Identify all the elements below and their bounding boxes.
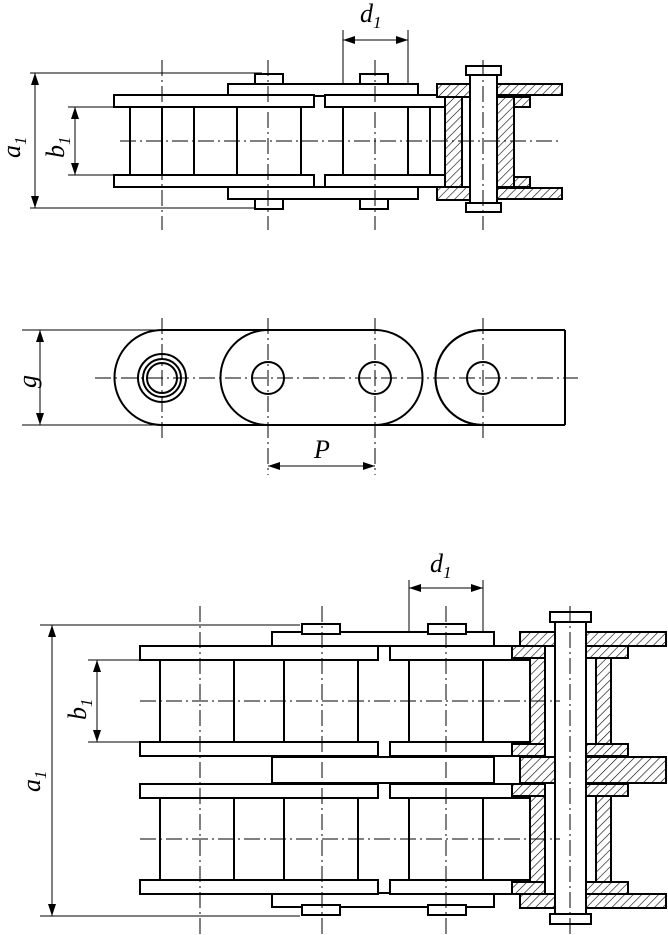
plate-section [585,743,629,757]
sectioned-link [436,65,563,213]
plate-section [511,783,546,797]
bushing-section [595,657,612,745]
outer-plate-bottom [271,892,495,908]
b1-label: b1 [41,137,74,159]
d1-label: d1 [430,549,452,582]
plate-section [585,783,629,797]
inner-plate [389,645,531,661]
plate-section [519,631,556,647]
inner-plate [139,741,379,757]
inner-plate [139,783,379,799]
single-row-chain-view: d1 a1 b1 [0,0,563,230]
outer-plate-middle [271,756,495,784]
inner-plate [139,645,379,661]
pin-head [427,904,467,916]
pin-head [254,198,284,210]
double-row-chain-view: d1 a1 b1 [17,549,667,935]
outer-plate-bottom [227,186,419,200]
pin-head [254,73,284,85]
d1-label: d1 [360,0,382,32]
plate-section [511,881,546,895]
plate-section [511,645,546,659]
plate-section [585,631,667,647]
a1-label: a1 [0,137,30,159]
side-view: g P [13,318,578,475]
plate-section [519,756,556,784]
inner-plate [389,783,531,799]
plate-section-inner [513,176,531,188]
outer-plate-top [271,631,495,647]
a1-label: a1 [17,771,50,793]
inner-plate-top [113,94,315,108]
plate-section-top [496,83,563,96]
inner-plate-bottom [113,174,315,188]
pin-head [427,623,467,635]
pin-head [301,904,341,916]
outer-plate-top [227,83,419,97]
plate-section [585,645,629,659]
plate-section [585,881,629,895]
p-label: P [313,435,330,464]
plate-section [585,893,667,909]
g-label: g [13,375,42,388]
outer-plate-section-top [436,83,471,98]
inner-plate [389,879,531,895]
inner-plate-top [324,94,446,108]
bushing-section [444,96,463,188]
plate-section [585,756,667,784]
pin-head [359,198,389,210]
sectioned-link [511,611,667,925]
inner-plate [139,879,379,895]
inner-plate-bottom [324,174,446,188]
plate-section-bottom [496,187,563,200]
roller [283,797,359,881]
outer-plate-section-bottom [436,186,471,201]
pin-head [359,73,389,85]
bushing-section [595,795,612,883]
roller [283,659,359,743]
plate-section-inner [513,96,531,108]
plate-section [511,743,546,757]
plate-section [519,893,556,909]
bushing-section [496,96,515,188]
pin-head [301,623,341,635]
b1-label: b1 [63,699,96,721]
inner-plate [389,741,531,757]
